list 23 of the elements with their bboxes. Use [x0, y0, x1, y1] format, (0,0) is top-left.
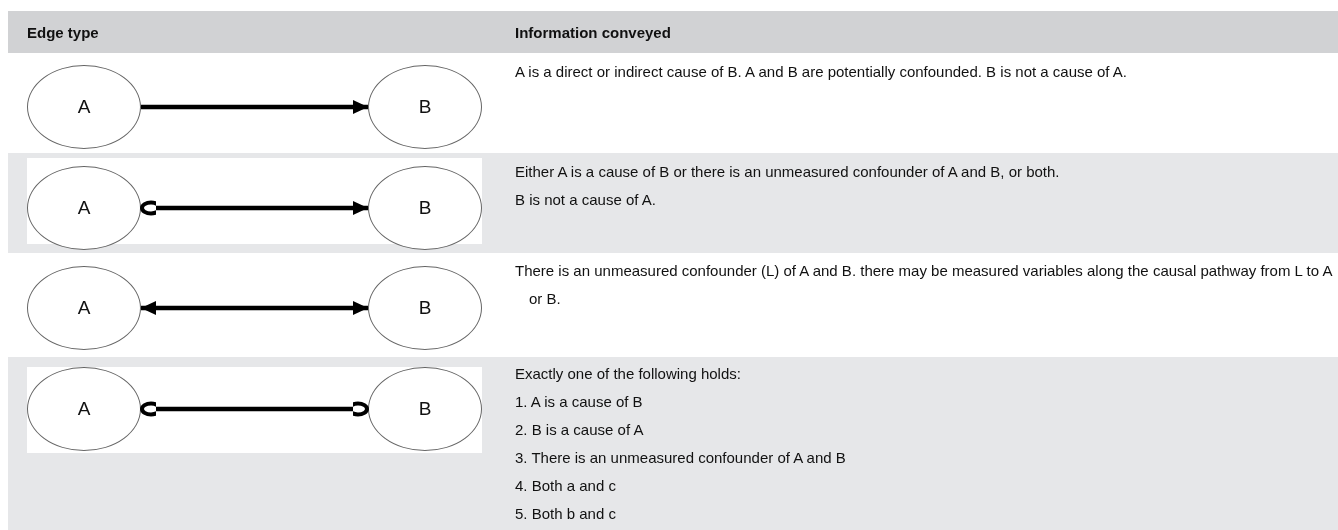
- description-text: A is a direct or indirect cause of B. A and B are potentially confounded. B is not a cause of A.: [515, 62, 1129, 81]
- list-item: 1. A is a cause of B: [515, 392, 644, 411]
- variable-name: A: [77, 297, 91, 319]
- arrow: [140, 200, 368, 216]
- column-header: Edge type: [27, 23, 100, 42]
- variable-name: B: [418, 297, 432, 319]
- variable-name: B: [418, 398, 432, 420]
- description-text: There is an unmeasured confounder (L) of A and B. there may be measured variables along the causal pathway from L to A or B.: [515, 261, 1334, 309]
- description-text: Either A is a cause of B or there is an unmeasured confounder of A and B, or both.: [515, 162, 1061, 181]
- description-text: Exactly one of the following holds:: [515, 364, 742, 383]
- variable-name: A: [77, 197, 91, 219]
- description-text: B is not a cause of A.: [515, 190, 657, 209]
- variable-name: A: [77, 96, 91, 118]
- variable-name: B: [418, 96, 432, 118]
- variable-name: B: [418, 197, 432, 219]
- arrow: [141, 100, 368, 114]
- list-item: 4. Both a and c: [515, 476, 617, 495]
- arrow: [141, 301, 368, 315]
- list-item: 3. There is an unmeasured confounder of A and B: [515, 448, 847, 467]
- variable-name: A: [77, 398, 91, 420]
- list-item: 2. B is a cause of A: [515, 420, 645, 439]
- column-header: Information conveyed: [515, 23, 672, 42]
- list-item: 5. Both b and c: [515, 504, 617, 523]
